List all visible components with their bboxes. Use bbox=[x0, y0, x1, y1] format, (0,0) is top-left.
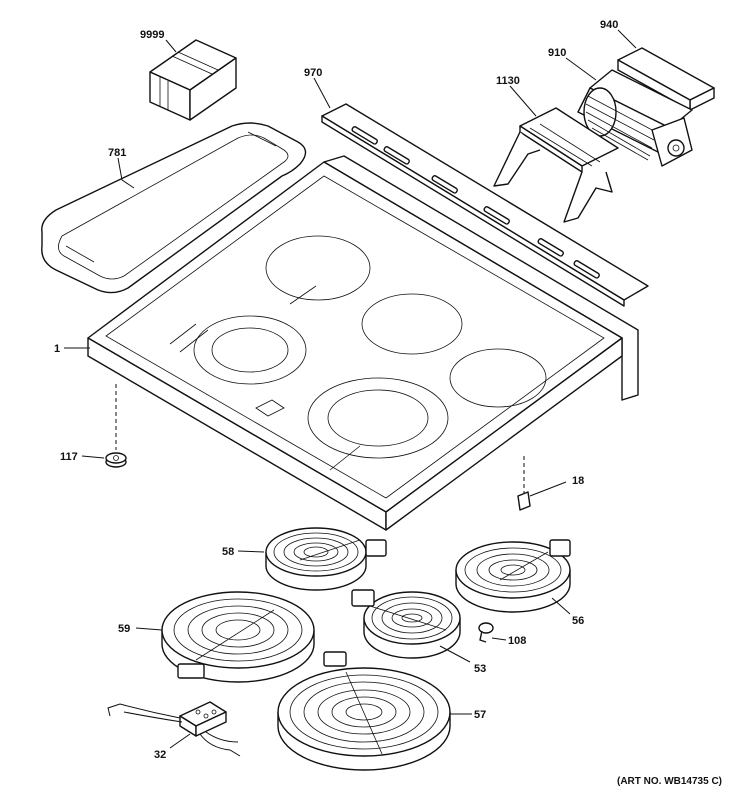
fan-cover-drawing bbox=[617, 47, 715, 111]
cooling-fan-drawing bbox=[577, 69, 693, 167]
cooktop-glass-drawing bbox=[87, 155, 639, 531]
label-108: 108 bbox=[508, 635, 526, 647]
label-58: 58 bbox=[222, 546, 234, 558]
element-56-drawing bbox=[455, 539, 571, 613]
element-59-drawing bbox=[161, 591, 315, 683]
screw-drawing bbox=[478, 622, 494, 643]
label-910: 910 bbox=[548, 47, 566, 59]
element-53-drawing bbox=[351, 589, 461, 659]
vent-trim-drawing bbox=[321, 103, 649, 307]
label-9999: 9999 bbox=[140, 29, 164, 41]
leader-lines bbox=[64, 29, 637, 749]
label-53: 53 bbox=[474, 663, 486, 675]
label-1130: 1130 bbox=[496, 75, 520, 87]
label-59: 59 bbox=[118, 623, 130, 635]
fan-bracket-drawing bbox=[493, 107, 619, 223]
label-781: 781 bbox=[108, 147, 126, 159]
label-18: 18 bbox=[572, 475, 584, 487]
callout-labels: 9999 940 910 970 1130 781 1 117 18 58 56… bbox=[54, 19, 722, 787]
element-57-drawing bbox=[277, 651, 451, 771]
griddle-drawing bbox=[41, 122, 307, 294]
label-970: 970 bbox=[304, 67, 322, 79]
label-940: 940 bbox=[600, 19, 618, 31]
terminal-block-drawing bbox=[107, 701, 241, 757]
clip-drawing bbox=[517, 491, 531, 511]
carton-box-drawing bbox=[149, 39, 237, 121]
label-57: 57 bbox=[474, 709, 486, 721]
art-number: (ART NO. WB14735 C) bbox=[617, 776, 722, 787]
label-117: 117 bbox=[60, 451, 78, 463]
label-56: 56 bbox=[572, 615, 584, 627]
label-32: 32 bbox=[154, 749, 166, 761]
label-1: 1 bbox=[54, 343, 60, 355]
bumper-drawing bbox=[105, 452, 127, 468]
element-58-drawing bbox=[265, 527, 387, 591]
